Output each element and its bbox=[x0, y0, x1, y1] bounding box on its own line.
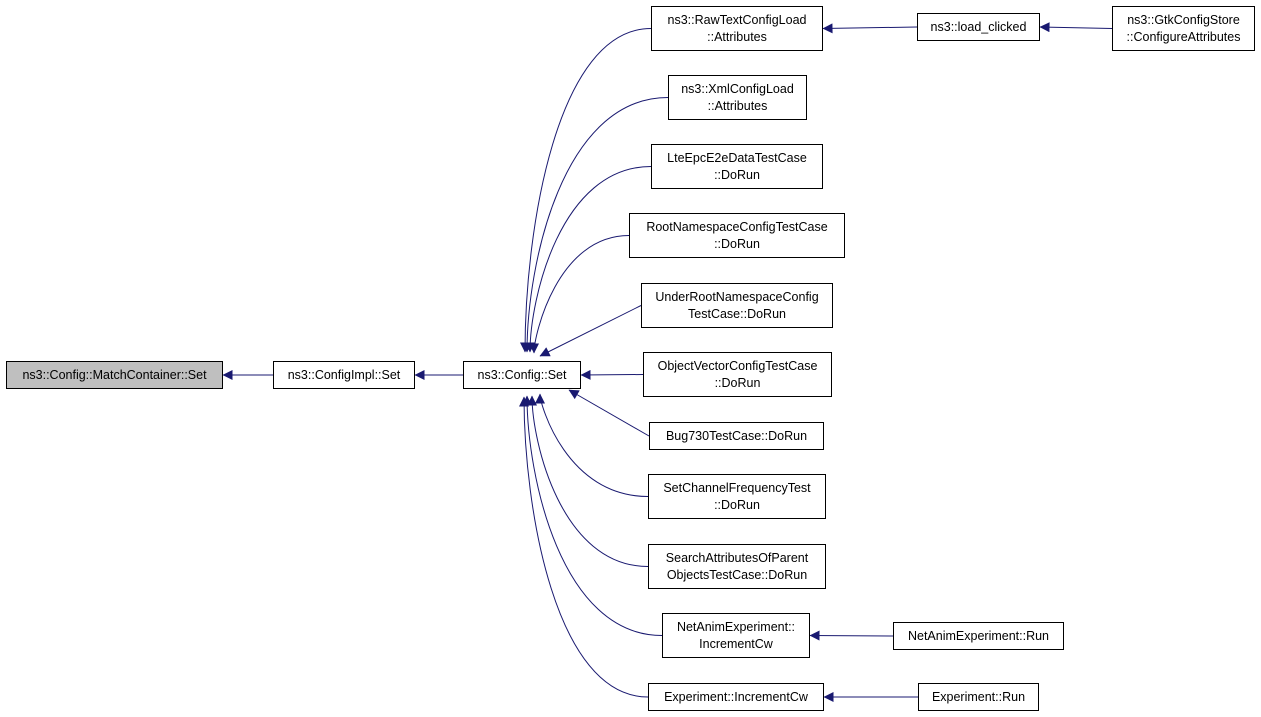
node-label-line: ::DoRun bbox=[714, 497, 760, 512]
node-setchannelfrequencytest-dorun[interactable]: SetChannelFrequencyTest::DoRun bbox=[648, 474, 826, 519]
node-label-line: Experiment::Run bbox=[931, 689, 1026, 704]
node-label-line: TestCase::DoRun bbox=[688, 306, 786, 321]
node-objectvectorconfigtestcase-dorun[interactable]: ObjectVectorConfigTestCase::DoRun bbox=[643, 352, 832, 397]
edge-n5-to-n2 bbox=[525, 166, 652, 353]
node-netanimexperiment-run[interactable]: NetAnimExperiment::Run bbox=[893, 622, 1064, 650]
edge-n16-to-n12 bbox=[809, 630, 894, 641]
node-label-line: ns3::load_clicked bbox=[930, 19, 1027, 34]
node-netanimexperiment-incrementcw[interactable]: NetAnimExperiment::IncrementCw bbox=[662, 613, 810, 658]
node-label-line: SetChannelFrequencyTest bbox=[663, 480, 811, 495]
node-ns3-config-set[interactable]: ns3::Config::Set bbox=[463, 361, 581, 389]
edge-n4-to-n2 bbox=[522, 97, 669, 353]
node-ns3-load-clicked[interactable]: ns3::load_clicked bbox=[917, 13, 1040, 41]
node-label-line: ::DoRun bbox=[714, 167, 760, 182]
node-label-line: ::DoRun bbox=[714, 375, 761, 390]
node-ns3-gtkconfigstore-configureattributes[interactable]: ns3::GtkConfigStore::ConfigureAttributes bbox=[1112, 6, 1255, 51]
edge-n13-to-n2 bbox=[519, 396, 649, 698]
node-lteepce2edatatestcase-dorun[interactable]: LteEpcE2eDataTestCase::DoRun bbox=[651, 144, 823, 189]
node-experiment-run[interactable]: Experiment::Run bbox=[918, 683, 1039, 711]
edge-layer bbox=[222, 22, 1113, 702]
node-ns3-config-matchcontainer-set: ns3::Config::MatchContainer::Set bbox=[6, 361, 223, 389]
node-label-line: ::Attributes bbox=[707, 29, 767, 44]
edge-n6-to-n2 bbox=[529, 235, 630, 354]
node-ns3-rawtextconfigload-attributes[interactable]: ns3::RawTextConfigLoad::Attributes bbox=[651, 6, 823, 51]
node-label-line: Experiment::IncrementCw bbox=[664, 689, 808, 704]
edge-n12-to-n2 bbox=[522, 395, 663, 636]
node-label-line: ns3::Config::MatchContainer::Set bbox=[22, 367, 207, 382]
edge-n11-to-n2 bbox=[527, 395, 649, 567]
edge-n7-to-n2 bbox=[539, 305, 642, 357]
node-label-line: ns3::GtkConfigStore bbox=[1127, 12, 1240, 27]
node-label-line: UnderRootNamespaceConfig bbox=[655, 289, 819, 304]
edge-n8-to-n2 bbox=[580, 369, 644, 380]
node-label-line: RootNamespaceConfigTestCase bbox=[646, 219, 828, 234]
node-label-line: LteEpcE2eDataTestCase bbox=[667, 150, 807, 165]
node-experiment-incrementcw[interactable]: Experiment::IncrementCw bbox=[648, 683, 824, 711]
node-ns3-xmlconfigload-attributes[interactable]: ns3::XmlConfigLoad::Attributes bbox=[668, 75, 807, 120]
node-rootnamespaceconfigtestcase-dorun[interactable]: RootNamespaceConfigTestCase::DoRun bbox=[629, 213, 845, 258]
edge-n9-to-n2 bbox=[568, 389, 650, 437]
node-ns3-configimpl-set[interactable]: ns3::ConfigImpl::Set bbox=[273, 361, 415, 389]
node-label-line: ns3::RawTextConfigLoad bbox=[667, 12, 807, 27]
edge-n14-to-n3 bbox=[822, 23, 918, 34]
node-label-line: NetAnimExperiment:: bbox=[676, 619, 796, 634]
node-label-line: Bug730TestCase::DoRun bbox=[665, 428, 808, 443]
edge-n3-to-n2 bbox=[520, 28, 652, 353]
node-label-line: ns3::Config::Set bbox=[477, 367, 567, 382]
node-label-line: ObjectVectorConfigTestCase bbox=[657, 358, 818, 373]
edge-n10-to-n2 bbox=[535, 393, 649, 497]
node-label-line: ns3::XmlConfigLoad bbox=[681, 81, 794, 96]
edge-n15-to-n14 bbox=[1039, 22, 1113, 33]
node-label-line: NetAnimExperiment::Run bbox=[907, 628, 1050, 643]
node-label-line: ::ConfigureAttributes bbox=[1126, 29, 1241, 44]
node-label-line: IncrementCw bbox=[699, 636, 773, 651]
node-label-line: ns3::ConfigImpl::Set bbox=[287, 367, 401, 382]
node-label-line: SearchAttributesOfParent bbox=[665, 550, 809, 565]
node-label-line: ::Attributes bbox=[707, 98, 768, 113]
node-label-line: ObjectsTestCase::DoRun bbox=[666, 567, 808, 582]
node-bug730testcase-dorun[interactable]: Bug730TestCase::DoRun bbox=[649, 422, 824, 450]
node-label-line: ::DoRun bbox=[714, 236, 760, 251]
